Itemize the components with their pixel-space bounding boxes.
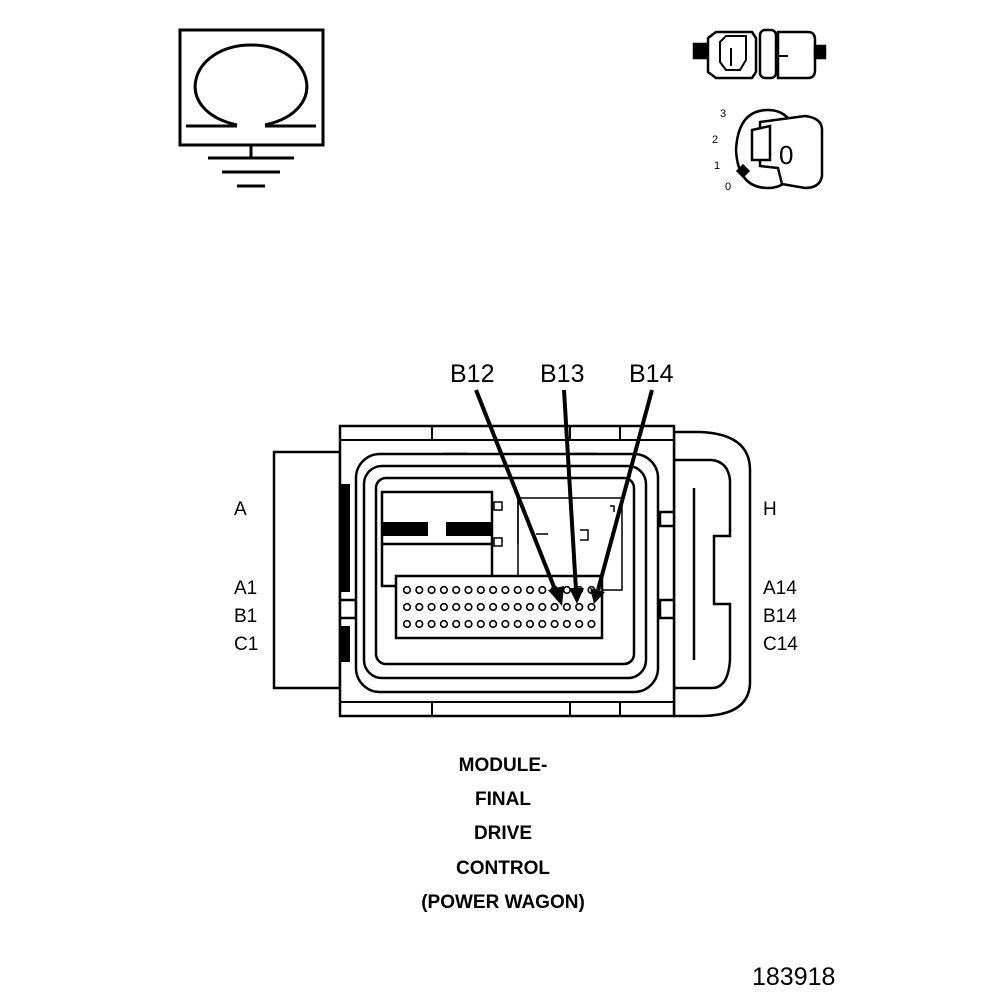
caption-line-3: DRIVE bbox=[474, 823, 532, 844]
pin-cavity bbox=[489, 585, 498, 595]
pin-cavity bbox=[587, 619, 596, 629]
pin-cavity bbox=[439, 585, 449, 595]
caption-line-4: CONTROL bbox=[456, 858, 550, 879]
pin-cavity bbox=[427, 585, 436, 595]
pin-cavity bbox=[513, 585, 522, 595]
pin-cavity bbox=[550, 602, 559, 612]
pin-cavity bbox=[538, 619, 547, 629]
pin-cavity bbox=[501, 602, 510, 612]
pin-cavity bbox=[427, 602, 436, 612]
caption-line-2: FINAL bbox=[475, 789, 531, 810]
pin-array bbox=[402, 585, 596, 629]
label-b1: B1 bbox=[234, 606, 257, 627]
pin-cavity bbox=[415, 585, 424, 595]
pin-cavity bbox=[476, 585, 485, 595]
pin-cavity bbox=[427, 619, 436, 629]
pin-cavity bbox=[402, 585, 412, 595]
pin-cavity bbox=[415, 619, 424, 629]
pin-cavity bbox=[439, 602, 449, 612]
label-left-a: A bbox=[234, 499, 247, 520]
label-b14: B14 bbox=[763, 606, 797, 627]
pin-cavity bbox=[415, 602, 424, 612]
figure-number: 183918 bbox=[752, 963, 835, 991]
pin-cavity bbox=[562, 585, 572, 595]
pin-cavity bbox=[452, 602, 461, 612]
pin-cavity bbox=[464, 585, 473, 595]
pin-cavity bbox=[525, 602, 535, 612]
module-caption: MODULE- FINAL DRIVE CONTROL (POWER WAGON… bbox=[421, 755, 585, 913]
pin-cavity bbox=[464, 602, 473, 612]
connector-plug-icon bbox=[692, 28, 827, 80]
label-c14: C14 bbox=[763, 634, 798, 655]
ohmmeter-icon bbox=[178, 28, 325, 188]
pin-cavity bbox=[439, 619, 449, 629]
pin-cavity bbox=[489, 619, 498, 629]
pin-cavity bbox=[525, 585, 535, 595]
caption-line-1: MODULE- bbox=[459, 755, 548, 776]
pin-cavity bbox=[562, 602, 572, 612]
connector-body bbox=[272, 424, 752, 718]
caption-line-5: (POWER WAGON) bbox=[421, 892, 585, 913]
pin-cavity bbox=[476, 619, 485, 629]
callout-b13: B13 bbox=[540, 360, 584, 388]
pin-cavity bbox=[587, 602, 596, 612]
callout-b14: B14 bbox=[629, 360, 674, 388]
label-c1: C1 bbox=[234, 634, 258, 655]
pin-cavity bbox=[575, 619, 584, 629]
connector-left-latch bbox=[272, 450, 342, 690]
label-a1: A1 bbox=[234, 578, 257, 599]
pin-cavity bbox=[452, 619, 461, 629]
pin-cavity bbox=[501, 585, 510, 595]
pin-cavity-block bbox=[394, 574, 604, 640]
pin-cavity bbox=[550, 619, 559, 629]
pin-cavity bbox=[575, 602, 584, 612]
ohmmeter-frame bbox=[178, 28, 325, 147]
callout-arrows bbox=[474, 389, 654, 606]
key-position-2: 2 bbox=[712, 134, 718, 146]
key-position-0: 0 bbox=[725, 181, 731, 193]
pin-cavity bbox=[538, 585, 547, 595]
key-position-3: 3 bbox=[720, 108, 726, 120]
pin-cavity bbox=[525, 619, 535, 629]
callout-b12: B12 bbox=[450, 360, 494, 388]
pin-cavity bbox=[562, 619, 572, 629]
key-label: 0 bbox=[779, 140, 793, 170]
ignition-key-icon: 3 2 1 0 0 bbox=[712, 108, 824, 193]
pin-cavity bbox=[489, 602, 498, 612]
pin-cavity bbox=[402, 602, 412, 612]
pin-cavity bbox=[513, 602, 522, 612]
pin-cavity bbox=[501, 619, 510, 629]
pin-cavity bbox=[538, 602, 547, 612]
pin-cavity bbox=[464, 619, 473, 629]
label-a14: A14 bbox=[763, 578, 797, 599]
pin-cavity bbox=[513, 619, 522, 629]
label-right-h: H bbox=[763, 499, 777, 520]
pin-cavity bbox=[402, 619, 412, 629]
omega-glyph bbox=[193, 43, 309, 127]
pin-cavity bbox=[452, 585, 461, 595]
key-position-1: 1 bbox=[714, 160, 720, 172]
pin-cavity bbox=[476, 602, 485, 612]
